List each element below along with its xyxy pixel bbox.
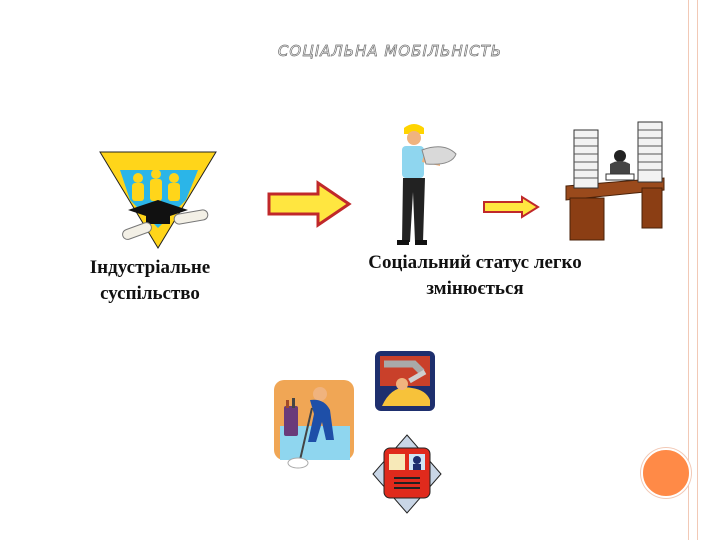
big-arrow-icon [267,180,352,228]
small-arrow-icon [483,195,540,219]
train-driver-icon [372,434,442,514]
slide-border-decoration [688,0,698,540]
caption-industrial-society: Індустріальне суспільство [89,257,211,304]
plumber-wrench-icon [375,351,435,411]
cleaner-mopping-icon [274,380,354,469]
caption-status-changes: Соціальний статус легко змінюється [368,252,582,299]
graduation-triangle-icon [99,151,217,249]
slide-title: СОЦІАЛЬНА МОБІЛЬНІСТЬ [277,42,503,61]
worker-carrying-paper-icon [397,124,457,245]
slide-marker-dot [641,448,691,498]
office-desk-paper-stacks-icon [565,121,665,241]
